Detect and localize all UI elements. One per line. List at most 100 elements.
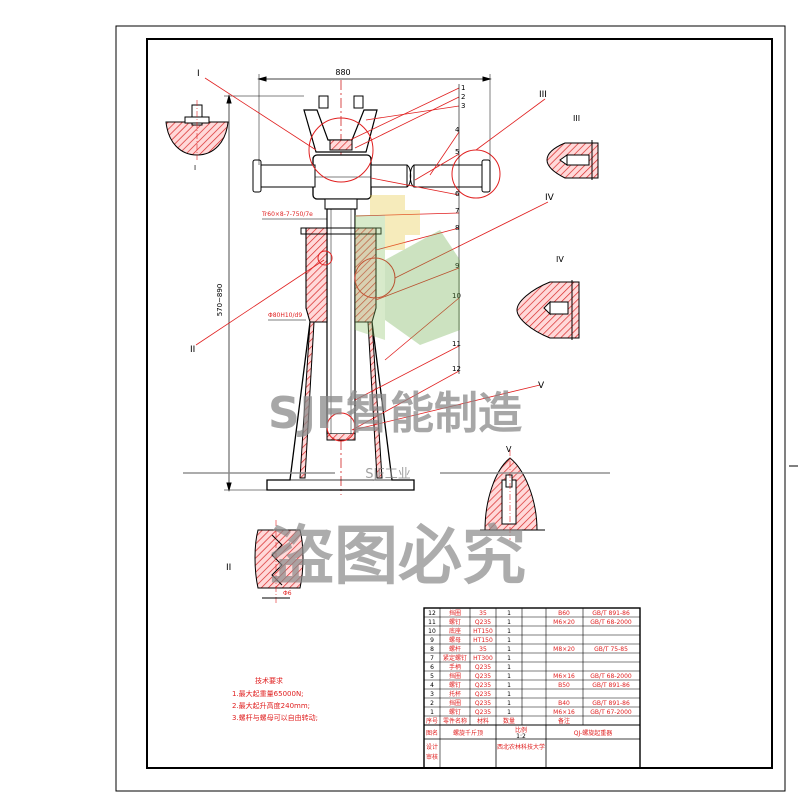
parts-row-material: Q235	[475, 682, 491, 689]
parts-row-std: GB/T 891-86	[592, 610, 630, 617]
parts-row-std: GB/T 67-2000	[590, 709, 632, 716]
parts-row-material: Q235	[475, 664, 491, 671]
detail-view-4: IV	[516, 255, 580, 340]
height-range-dim: 570~890	[216, 284, 224, 317]
view-label-4-leader: IV	[545, 193, 555, 203]
part-no-2: 2	[461, 93, 465, 101]
title-block-scale-value: 1:2	[516, 733, 526, 740]
detail-3-label: III	[573, 114, 580, 123]
parts-row-name: 螺母	[449, 636, 461, 644]
detail-1-label: I	[194, 164, 196, 172]
thread-callout: Tr60×8-7-750/7e	[261, 211, 313, 218]
technical-requirements: 技术要求 1.最大起重量65000N; 2.最大起升高度240mm; 3.螺杆与…	[232, 676, 318, 722]
parts-row-qty: 1	[507, 655, 511, 662]
parts-row-material: 35	[479, 610, 487, 617]
parts-row-qty: 1	[507, 682, 511, 689]
detail-2-dim: Φ6	[283, 590, 292, 597]
detail-view-5: V	[480, 445, 545, 540]
bore-callout: Φ80H10/d9	[268, 312, 302, 319]
parts-row-no: 8	[430, 646, 434, 653]
parts-row-qty: 1	[507, 664, 511, 671]
outer-frame	[115, 25, 786, 792]
parts-row-std: GB/T 68-2000	[590, 619, 632, 626]
view-label-5-leader: V	[538, 381, 545, 391]
view-label-2-leader: II	[190, 345, 195, 355]
parts-row-std: GB/T 891-86	[592, 682, 630, 689]
parts-row-std: GB/T 891-86	[592, 700, 630, 707]
parts-row-note: B40	[558, 700, 570, 707]
parts-header-name: 零件名称	[443, 717, 467, 725]
tech-req-item-3: 3.螺杆与螺母可以自由转动;	[232, 713, 318, 722]
parts-row-material: HT150	[473, 637, 493, 644]
parts-row-std: GB/T 75-85	[594, 646, 628, 653]
parts-row-note: M6×20	[553, 619, 575, 626]
part-no-3: 3	[461, 102, 465, 110]
part-no-12: 12	[452, 365, 461, 373]
parts-row-note: B50	[558, 682, 570, 689]
parts-row-material: Q235	[475, 619, 491, 626]
parts-row-no: 6	[430, 664, 434, 671]
part-no-1: 1	[461, 84, 465, 92]
parts-row-material: HT150	[473, 628, 493, 635]
watermark-sub: SJF工业	[365, 467, 411, 482]
parts-row-name: 螺钉	[449, 681, 461, 689]
parts-row-material: Q235	[475, 700, 491, 707]
title-block-drawing-name: 螺旋千斤顶	[453, 729, 483, 737]
parts-row-no: 1	[430, 709, 434, 716]
title-block-drawing-no: QJ-螺旋起重器	[574, 729, 612, 737]
parts-row-name: 紧定螺钉	[443, 654, 467, 662]
parts-row-material: Q235	[475, 673, 491, 680]
detail-2-label: II	[226, 563, 231, 573]
parts-row-qty: 1	[507, 637, 511, 644]
title-block-drawer-label: 设计	[426, 743, 438, 751]
parts-row-no: 11	[428, 619, 436, 626]
part-no-10: 10	[452, 292, 461, 300]
part-no-4: 4	[455, 126, 460, 134]
parts-row-qty: 1	[507, 646, 511, 653]
parts-row-note: B60	[558, 610, 570, 617]
tech-req-item-1: 1.最大起重量65000N;	[232, 689, 304, 698]
parts-row-std: GB/T 68-2000	[590, 673, 632, 680]
part-no-9: 9	[455, 262, 459, 270]
parts-row-material: Q235	[475, 709, 491, 716]
parts-row-name: 螺钉	[449, 708, 461, 716]
parts-row-qty: 1	[507, 691, 511, 698]
tech-req-item-2: 2.最大起升高度240mm;	[232, 701, 310, 710]
overall-width-dim: 880	[335, 68, 350, 77]
parts-row-no: 2	[430, 700, 434, 707]
parts-header-no: 序号	[426, 717, 438, 725]
parts-row-qty: 1	[507, 628, 511, 635]
detail-4-label: IV	[556, 255, 564, 264]
title-block-name-label: 图名	[426, 729, 438, 737]
parts-row-note: M6×16	[553, 709, 575, 716]
parts-header-note: 备注	[558, 717, 570, 725]
parts-row-note: M8×20	[553, 646, 575, 653]
parts-row-qty: 1	[507, 700, 511, 707]
parts-row-no: 10	[428, 628, 436, 635]
parts-row-qty: 1	[507, 610, 511, 617]
parts-row-material: 35	[479, 646, 487, 653]
parts-row-name: 螺杆	[449, 645, 461, 653]
part-no-11: 11	[452, 340, 461, 348]
watermark-brand: SJF智能制造	[268, 388, 522, 439]
main-assembly	[195, 74, 549, 495]
parts-row-qty: 1	[507, 619, 511, 626]
parts-row-name: 挡圈	[449, 609, 461, 617]
parts-row-no: 7	[430, 655, 434, 662]
part-no-6: 6	[455, 190, 460, 198]
watermark-logo	[355, 195, 460, 345]
watermark-warning: 盗图必究	[270, 520, 526, 594]
parts-header-qty: 数量	[503, 717, 515, 725]
parts-row-name: 螺钉	[449, 618, 461, 626]
part-number-balloons: 1 2 3 4 5 6 7 8 9 10 11 12	[452, 84, 465, 373]
parts-row-name: 托杯	[449, 690, 461, 698]
part-no-7: 7	[455, 207, 459, 215]
parts-row-no: 3	[430, 691, 434, 698]
parts-row-material: HT300	[473, 655, 493, 662]
title-block-scale-label: 比例	[515, 726, 527, 734]
detail-5-label: V	[506, 445, 512, 454]
view-label-3-leader: III	[539, 90, 547, 100]
parts-row-qty: 1	[507, 709, 511, 716]
